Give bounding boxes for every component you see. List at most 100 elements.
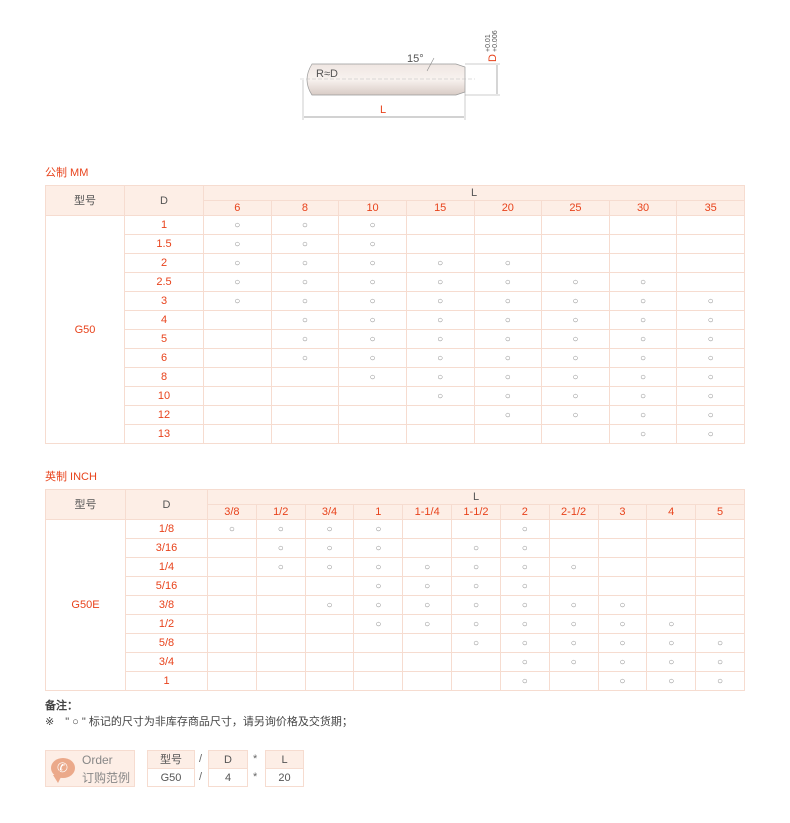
table-row: 1○○○○ xyxy=(46,671,745,691)
radius-label: R≈D xyxy=(316,68,338,80)
d-cell: 2.5 xyxy=(124,272,204,292)
availability-cell: ○ xyxy=(548,633,599,653)
availability-cell: ○ xyxy=(203,253,272,273)
availability-cell xyxy=(207,538,257,558)
availability-cell: ○ xyxy=(405,348,475,368)
availability-cell xyxy=(608,234,678,254)
availability-cell: ○ xyxy=(338,234,407,254)
d-cell: 5/16 xyxy=(125,576,208,596)
table-row: 10○○○○○ xyxy=(46,386,745,406)
availability-cell: ○ xyxy=(405,310,475,330)
availability-cell xyxy=(695,538,745,558)
availability-cell: ○ xyxy=(541,329,610,349)
availability-cell: ○ xyxy=(353,614,404,634)
angle-label: 15° xyxy=(407,53,424,65)
table-row: 1/4○○○○○○○ xyxy=(46,557,745,577)
availability-cell: ○ xyxy=(548,557,599,577)
availability-cell xyxy=(207,633,257,653)
d-cell: 8 xyxy=(124,367,204,387)
availability-cell: ○ xyxy=(608,424,678,444)
availability-cell xyxy=(405,405,475,425)
availability-cell: ○ xyxy=(499,595,550,615)
availability-cell xyxy=(207,614,257,634)
availability-cell xyxy=(207,557,257,577)
availability-cell: ○ xyxy=(353,519,404,539)
availability-cell: ○ xyxy=(499,633,550,653)
availability-cell xyxy=(353,671,404,691)
availability-cell xyxy=(597,538,648,558)
availability-cell: ○ xyxy=(405,253,475,273)
availability-cell xyxy=(608,215,678,235)
availability-cell: ○ xyxy=(608,272,678,292)
table-row: 8○○○○○○ xyxy=(46,367,745,387)
d-cell: 2 xyxy=(124,253,204,273)
l-value-header: 6 xyxy=(203,200,272,216)
order-value-d: 4 xyxy=(208,768,248,787)
availability-cell: ○ xyxy=(608,329,678,349)
availability-cell: ○ xyxy=(405,329,475,349)
availability-cell xyxy=(695,595,745,615)
order-value-model: G50 xyxy=(147,768,195,787)
availability-cell: ○ xyxy=(473,329,543,349)
availability-cell xyxy=(338,386,407,406)
l-value-header: 2-1/2 xyxy=(548,504,599,520)
availability-cell xyxy=(451,652,501,672)
order-sep: * xyxy=(253,753,258,765)
table-row: 5/8○○○○○○ xyxy=(46,633,745,653)
model-cell: G50E xyxy=(45,519,126,691)
availability-cell xyxy=(695,519,745,539)
notes-title: 备注： xyxy=(45,700,78,712)
availability-cell: ○ xyxy=(499,576,550,596)
availability-cell: ○ xyxy=(451,538,501,558)
availability-cell: ○ xyxy=(541,310,610,330)
availability-cell xyxy=(304,652,355,672)
availability-cell: ○ xyxy=(473,367,543,387)
availability-cell: ○ xyxy=(270,272,340,292)
availability-cell: ○ xyxy=(597,614,648,634)
model-header: 型号 xyxy=(45,489,126,520)
l-value-header: 1 xyxy=(353,504,404,520)
availability-cell: ○ xyxy=(473,253,543,273)
availability-cell: ○ xyxy=(541,348,610,368)
availability-cell xyxy=(451,671,501,691)
availability-cell: ○ xyxy=(405,386,475,406)
availability-cell xyxy=(608,253,678,273)
d-cell: 3/4 xyxy=(125,652,208,672)
availability-cell: ○ xyxy=(255,557,306,577)
availability-cell: ○ xyxy=(338,215,407,235)
order-example-label: ✆ Order 订购范例 xyxy=(45,750,135,787)
table-row: 2.5○○○○○○○ xyxy=(46,272,745,292)
availability-cell: ○ xyxy=(608,405,678,425)
availability-cell: ○ xyxy=(353,595,404,615)
availability-cell: ○ xyxy=(451,633,501,653)
tolerance-upper: +0.01 xyxy=(485,34,492,52)
availability-cell: ○ xyxy=(676,310,745,330)
availability-cell: ○ xyxy=(405,272,475,292)
availability-cell xyxy=(405,234,475,254)
availability-cell: ○ xyxy=(473,405,543,425)
l-value-header: 3/4 xyxy=(304,504,355,520)
mm-section-title: 公制 MM xyxy=(45,167,89,179)
availability-cell: ○ xyxy=(646,652,697,672)
availability-cell: ○ xyxy=(541,291,610,311)
availability-cell xyxy=(304,671,355,691)
length-label: L xyxy=(380,104,386,116)
availability-cell xyxy=(541,215,610,235)
availability-cell: ○ xyxy=(499,614,550,634)
availability-cell xyxy=(270,405,340,425)
diameter-label: D xyxy=(487,54,499,62)
availability-cell: ○ xyxy=(255,519,306,539)
availability-cell xyxy=(451,519,501,539)
availability-cell xyxy=(207,576,257,596)
l-value-header: 10 xyxy=(338,200,407,216)
availability-cell: ○ xyxy=(499,671,550,691)
table-row: 3○○○○○○○○ xyxy=(46,291,745,311)
availability-cell: ○ xyxy=(473,310,543,330)
availability-cell xyxy=(402,652,453,672)
l-value-header: 1-1/4 xyxy=(402,504,453,520)
availability-cell xyxy=(597,557,648,577)
order-sep: / xyxy=(199,771,203,783)
d-cell: 1/8 xyxy=(125,519,208,539)
l-value-header: 25 xyxy=(541,200,610,216)
availability-cell: ○ xyxy=(402,595,453,615)
